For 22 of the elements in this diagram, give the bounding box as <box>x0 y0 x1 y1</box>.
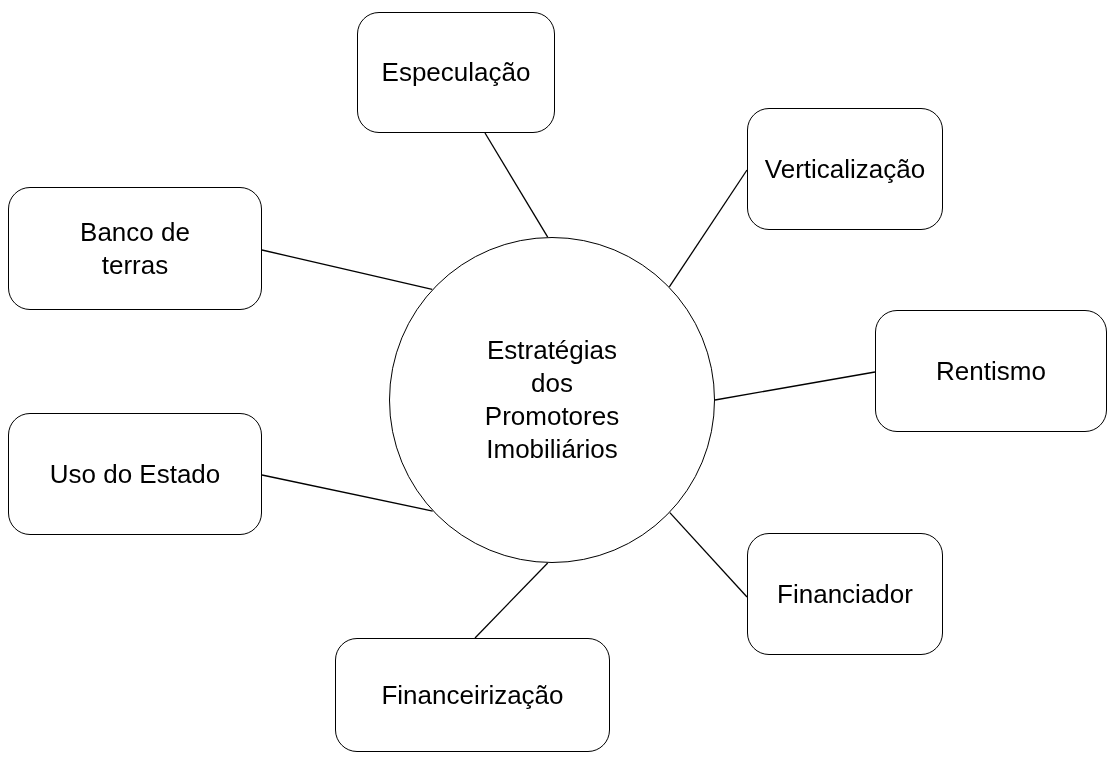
rounded-box <box>875 310 1107 432</box>
node-label: Financeirização <box>381 678 564 712</box>
rounded-box <box>747 533 943 655</box>
rounded-box <box>335 638 610 752</box>
node-label: Especulação <box>381 56 531 89</box>
connector-line <box>474 562 549 639</box>
node-label: Banco de terras <box>79 215 191 282</box>
node-label: Estratégias dos Promotores Imobiliários <box>483 334 621 466</box>
node-label: Verticalização <box>764 152 926 186</box>
connector-line <box>484 132 549 238</box>
rounded-box <box>747 108 943 230</box>
connector-line <box>261 249 433 291</box>
rounded-box <box>8 413 262 535</box>
connector-line <box>261 474 434 512</box>
node-label: Rentismo <box>936 354 1046 388</box>
rounded-box <box>357 12 555 133</box>
connector-line <box>668 169 748 288</box>
node-label: Uso do Estado <box>49 457 221 491</box>
connector-line <box>714 371 876 401</box>
node-label: Financiador <box>777 577 913 611</box>
connector-line <box>669 511 748 598</box>
rounded-box <box>8 187 262 310</box>
